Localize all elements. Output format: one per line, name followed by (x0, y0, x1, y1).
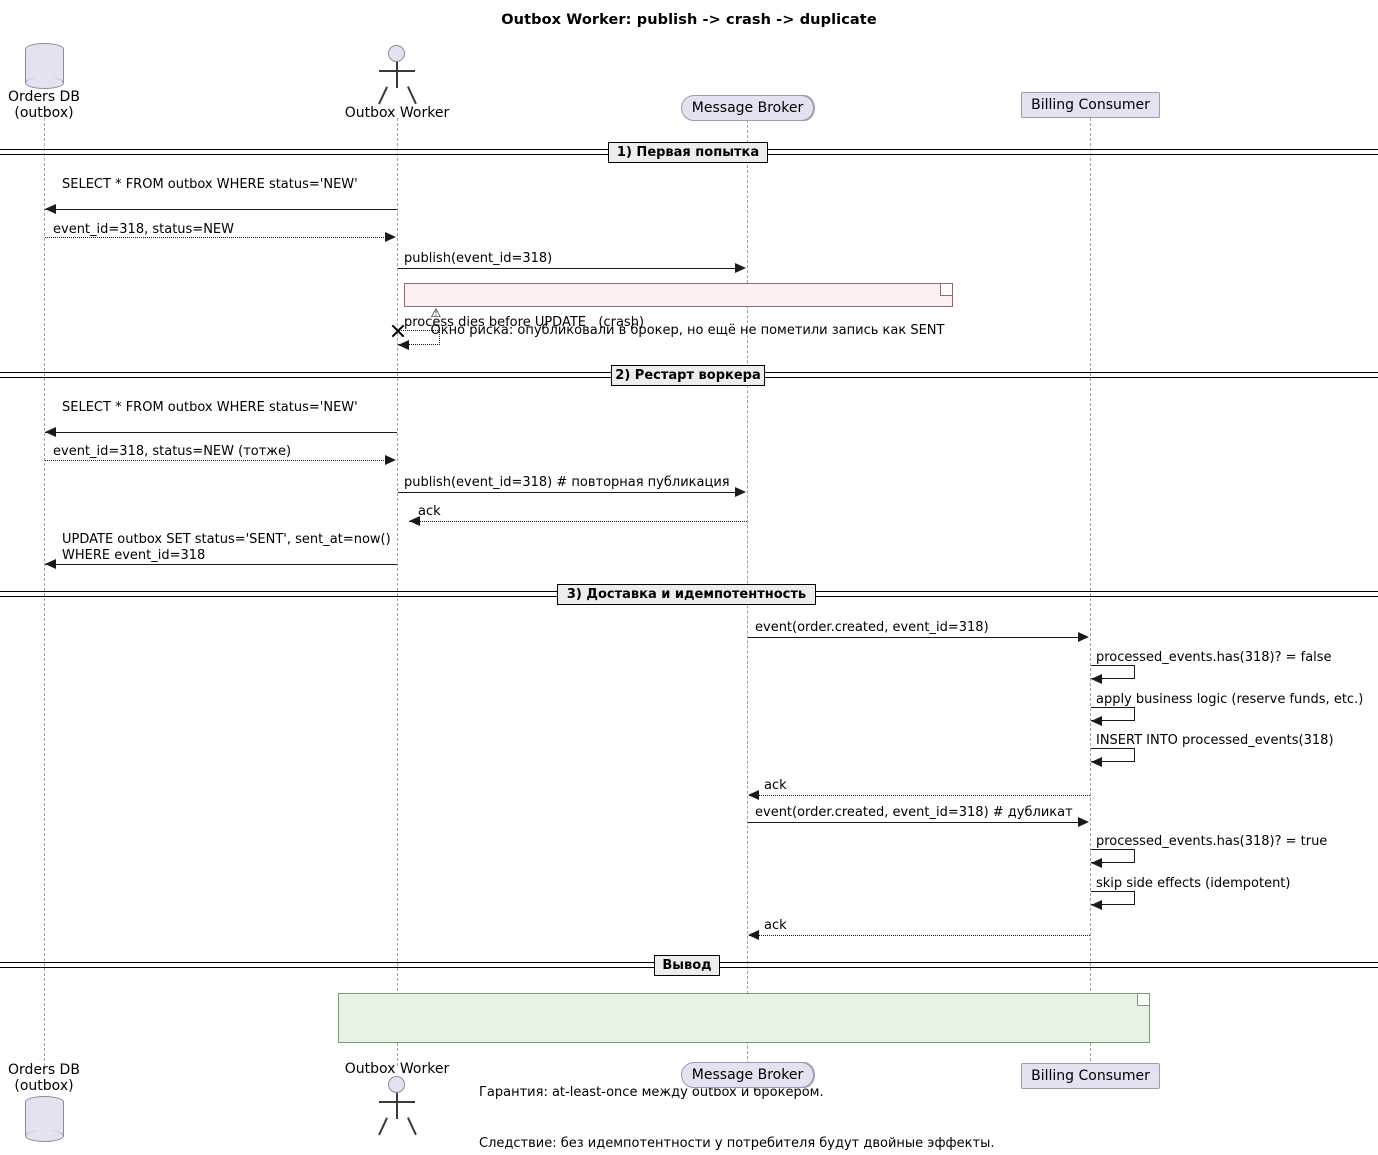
participant-message-broker-bottom[interactable]: Message Broker (681, 1062, 814, 1088)
orders-db-label-top: Orders DB (outbox) (0, 89, 88, 121)
message-line-m1 (45, 209, 397, 210)
message-arrowhead-m5 (45, 427, 56, 437)
orders-db-label-line1: Orders DB (8, 89, 80, 105)
outbox-worker-actor-arms-top (379, 70, 415, 72)
message-arrowhead-m9 (45, 559, 56, 569)
orders-db-label-bottom: Orders DB (outbox) (0, 1062, 88, 1094)
message-line-m15 (748, 822, 1079, 823)
orders-db-icon-bottom (25, 77, 64, 89)
message-arrowhead-m10 (1078, 632, 1089, 642)
message-selfloop-m17 (1091, 891, 1135, 905)
message-line-m14 (749, 795, 1090, 796)
divider-label-3: 3) Доставка и идемпотентность (557, 584, 816, 605)
message-arrowhead-m6 (385, 455, 396, 465)
message-selfloop-m4 (398, 330, 440, 345)
message-label-m18: ack (764, 918, 787, 933)
message-selfloop-m16 (1091, 849, 1135, 863)
message-line-m2 (45, 237, 386, 238)
message-arrowhead-m16 (1091, 858, 1102, 868)
participant-message-broker-top[interactable]: Message Broker (681, 95, 814, 121)
message-line-m6 (45, 460, 386, 461)
message-arrowhead-m7 (735, 487, 746, 497)
outbox-worker-actor-head-top (388, 45, 405, 62)
orders-db-label-bottom-line1: Orders DB (8, 1062, 80, 1078)
message-label-m11: processed_events.has(318)? = false (1096, 650, 1332, 665)
message-arrowhead-m4 (398, 340, 409, 350)
message-label-m8: ack (418, 504, 441, 519)
lifeline-billing-consumer (1090, 118, 1091, 1066)
message-label-m16: processed_events.has(318)? = true (1096, 834, 1328, 849)
note-summary: Гарантия: at-least-once между outbox и б… (338, 993, 1150, 1151)
message-line-m9 (45, 564, 397, 565)
destroy-marker-icon-crash (390, 323, 406, 339)
message-arrowhead-m15 (1078, 817, 1089, 827)
warning-icon: ⚠ (430, 306, 442, 320)
diagram-title: Outbox Worker: publish -> crash -> dupli… (501, 12, 877, 28)
message-label-m12: apply business logic (reserve funds, etc… (1096, 692, 1364, 707)
message-label-m14: ack (764, 778, 787, 793)
note-risk-text: Окно риска: опубликовали в брокер, но ещ… (430, 323, 945, 338)
note-fold-corner-icon (940, 284, 952, 296)
lifeline-orders-db (44, 118, 45, 1066)
outbox-worker-actor-head-bottom (388, 1076, 405, 1093)
message-arrowhead-m13 (1091, 757, 1102, 767)
note-summary-line-2: Следствие: без идемпотентности у потреби… (479, 1136, 995, 1151)
message-line-m8 (409, 521, 747, 522)
outbox-worker-actor-body-bottom (396, 1093, 398, 1119)
participant-billing-consumer-bottom[interactable]: Billing Consumer (1021, 1063, 1160, 1089)
message-label-m15: event(order.created, event_id=318) # дуб… (755, 805, 1073, 820)
outbox-worker-actor-arms-bottom (379, 1101, 415, 1103)
note-risk-window: ⚠ Окно риска: опубликовали в брокер, но … (404, 283, 953, 338)
message-label-m7: publish(event_id=318) # повторная публик… (404, 475, 730, 490)
note-summary-line-1: Гарантия: at-least-once между outbox и б… (479, 1085, 824, 1100)
message-label-m3: publish(event_id=318) (404, 251, 553, 266)
message-arrowhead-m14 (748, 790, 759, 800)
message-arrowhead-m3 (735, 263, 746, 273)
orders-db-icon-bottom-bottom (25, 1130, 64, 1142)
participant-billing-consumer-top[interactable]: Billing Consumer (1021, 92, 1160, 118)
divider-label-1: 1) Первая попытка (608, 142, 768, 163)
note-summary-fold-corner-icon (1137, 994, 1149, 1006)
message-line-m18 (749, 935, 1090, 936)
lifeline-outbox-worker (397, 118, 398, 1066)
message-line-m5 (45, 432, 397, 433)
message-line-m7 (398, 492, 736, 493)
divider-label-2: 2) Рестарт воркера (611, 365, 765, 386)
message-label-m5: SELECT * FROM outbox WHERE status='NEW' (62, 400, 358, 415)
orders-db-label-bottom-line2: (outbox) (14, 1078, 74, 1094)
message-label-m1: SELECT * FROM outbox WHERE status='NEW' (62, 177, 358, 192)
message-arrowhead-m18 (748, 930, 759, 940)
message-label-m10: event(order.created, event_id=318) (755, 620, 989, 635)
message-line-m3 (398, 268, 736, 269)
message-arrowhead-m12 (1091, 716, 1102, 726)
outbox-worker-actor-body-top (396, 62, 398, 88)
message-selfloop-m12 (1091, 707, 1135, 721)
message-label-m17: skip side effects (idempotent) (1096, 876, 1291, 891)
outbox-worker-actor-leg-right-top (407, 86, 417, 105)
message-label-m2: event_id=318, status=NEW (53, 222, 234, 237)
divider-label-4: Вывод (654, 955, 720, 976)
message-label-m6: event_id=318, status=NEW (тотже) (53, 444, 292, 459)
outbox-worker-label-bottom: Outbox Worker (344, 1061, 450, 1077)
message-arrowhead-m8 (409, 516, 420, 526)
message-arrowhead-m11 (1091, 674, 1102, 684)
message-label-m4: process dies before UPDATE (crash) (404, 315, 645, 330)
message-label-m9: UPDATE outbox SET status='SENT', sent_at… (62, 532, 391, 563)
outbox-worker-actor-leg-left-top (378, 86, 388, 105)
message-arrowhead-m2 (385, 232, 396, 242)
orders-db-label-line2: (outbox) (14, 105, 74, 121)
message-arrowhead-m17 (1091, 900, 1102, 910)
message-selfloop-m11 (1091, 665, 1135, 679)
message-line-m10 (748, 637, 1079, 638)
message-label-m13: INSERT INTO processed_events(318) (1096, 733, 1334, 748)
message-arrowhead-m1 (45, 204, 56, 214)
outbox-worker-label-top: Outbox Worker (344, 105, 450, 121)
message-selfloop-m13 (1091, 748, 1135, 762)
